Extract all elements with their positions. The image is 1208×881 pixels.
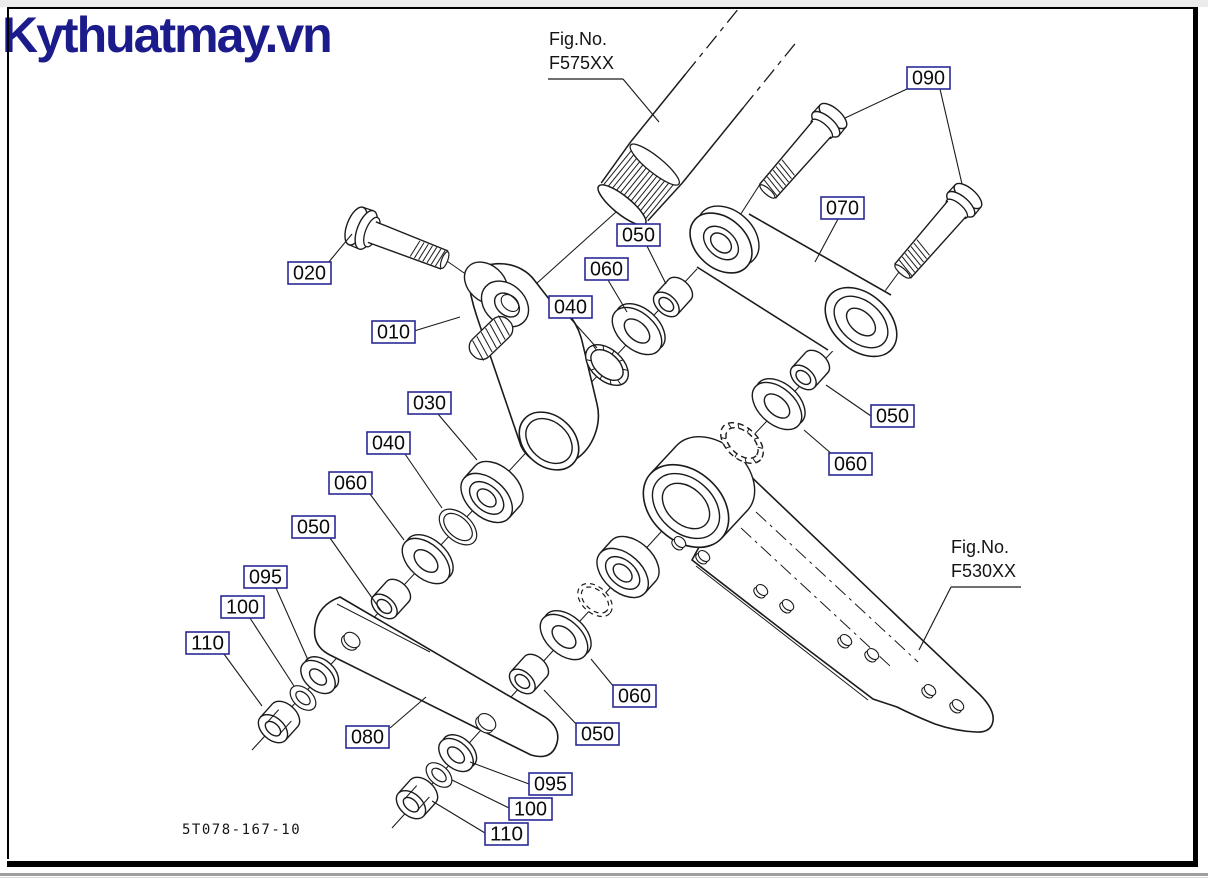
callout-095[interactable]: 095 (243, 565, 309, 661)
figure-ref-number: F575XX (549, 53, 615, 73)
figure-ref-number: F530XX (951, 561, 1017, 581)
frame-border-top (7, 7, 1197, 9)
callout-label: 010 (377, 322, 410, 344)
frame-border-bottom (7, 861, 1198, 867)
washer-060 (611, 303, 666, 356)
figure-ref-f575: Fig.No. F575XX (549, 27, 614, 75)
callout-label: 040 (372, 433, 405, 455)
washer-060 (539, 609, 592, 661)
figure-ref-label: Fig.No. (951, 537, 1010, 557)
lock-washer-100 (425, 762, 453, 788)
callout-label: 030 (413, 393, 446, 415)
callout-060[interactable]: 060 (590, 658, 657, 708)
splined-shaft-f575 (597, 8, 798, 226)
snap-ring-040 (438, 508, 478, 546)
site-logo[interactable]: Kythuatmay.vn (2, 7, 333, 63)
page-divider-rule-light (0, 877, 1208, 878)
callout-label: 070 (826, 198, 859, 220)
frame-border-right (1193, 7, 1198, 867)
spacer-050 (370, 578, 412, 620)
lock-washer-100 (289, 685, 317, 711)
spacer-050 (789, 349, 831, 391)
callout-030[interactable]: 030 (407, 391, 478, 461)
callout-label: 050 (876, 406, 909, 428)
callout-060[interactable]: 060 (584, 257, 629, 313)
drawing-number: 5T078-167-10 (182, 822, 302, 838)
callout-label: 080 (351, 727, 384, 749)
washer-060 (401, 533, 454, 585)
washer-095 (438, 734, 478, 773)
spacer-050 (508, 653, 550, 695)
bolt-090 (758, 102, 848, 199)
callout-label: 020 (293, 263, 326, 285)
callout-050[interactable]: 050 (291, 515, 383, 613)
callout-label: 050 (622, 225, 655, 247)
callout-label: 090 (912, 68, 945, 90)
callout-100[interactable]: 100 (220, 595, 295, 687)
snap-ring (577, 582, 613, 618)
callout-label: 050 (297, 517, 330, 539)
callout-100[interactable]: 100 (451, 779, 553, 821)
callout-label: 060 (834, 454, 867, 476)
callout-label: 100 (226, 597, 259, 619)
hex-nut-110 (257, 700, 301, 744)
callout-050[interactable]: 050 (543, 689, 620, 746)
callout-label: 100 (514, 799, 547, 821)
callout-110[interactable]: 110 (431, 800, 529, 846)
callout-010[interactable]: 010 (371, 316, 461, 344)
callout-095[interactable]: 095 (469, 761, 573, 796)
callout-label: 110 (191, 633, 224, 655)
callout-070[interactable]: 070 (814, 196, 865, 263)
splined-collar-040 (585, 343, 629, 387)
callout-label: 060 (618, 686, 651, 708)
yoke-arm-010 (463, 261, 600, 471)
top-strip (0, 0, 1208, 7)
callout-label: 050 (581, 724, 614, 746)
callout-label: 095 (534, 774, 567, 796)
callout-label: 060 (334, 473, 367, 495)
callout-label: 040 (554, 297, 587, 319)
callout-050[interactable]: 050 (616, 223, 667, 285)
spacer-050 (652, 276, 694, 318)
lift-arm-f530 (642, 435, 994, 733)
bearing-030 (460, 460, 524, 524)
bolt-020 (344, 206, 450, 270)
figure-ref-f530: Fig.No. F530XX (951, 535, 1016, 583)
callout-060[interactable]: 060 (803, 429, 873, 476)
splined-ring (720, 421, 764, 465)
page-divider-rule (0, 873, 1208, 876)
figure-ref-lines (548, 78, 1021, 651)
callout-090[interactable]: 090 (844, 66, 963, 185)
washer-060 (751, 378, 806, 431)
washer-095 (300, 656, 340, 695)
callout-040[interactable]: 040 (548, 295, 598, 349)
bolt-090 (893, 182, 983, 279)
figure-ref-label: Fig.No. (549, 29, 608, 49)
callout-label: 095 (249, 567, 282, 589)
callout-040[interactable]: 040 (366, 431, 443, 509)
callout-050[interactable]: 050 (825, 384, 915, 428)
link-arm-070 (689, 205, 898, 358)
callout-080[interactable]: 080 (345, 696, 427, 749)
callout-020[interactable]: 020 (287, 233, 353, 285)
link-plate-080 (313, 596, 559, 758)
callout-110[interactable]: 110 (185, 631, 263, 707)
hex-nut-110 (395, 776, 439, 820)
bearing (596, 535, 660, 599)
callout-060[interactable]: 060 (328, 471, 405, 541)
callout-label: 110 (490, 824, 523, 846)
callout-label: 060 (590, 259, 623, 281)
frame-border-left (7, 7, 9, 859)
